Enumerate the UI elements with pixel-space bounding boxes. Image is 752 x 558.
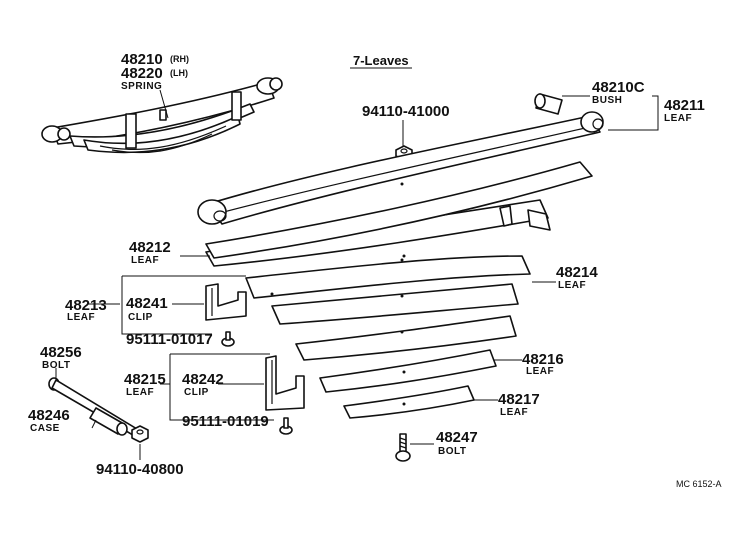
leaf-1-label: LEAF [664,113,692,124]
nut-bottom-drawing [131,425,149,443]
bush-number: 48210C [592,79,645,96]
nut-top-number: 94110-41000 [362,103,450,120]
leaf-3-label: LEAF [67,312,95,323]
leaf-3-number: 48213 [65,297,107,314]
leaf-6-number: 48216 [522,351,564,368]
center-bolt-drawing [395,433,411,462]
clip-2-drawing [265,355,305,411]
leaf-7-number: 48217 [498,391,540,408]
case-drawing [89,407,128,436]
spring-tag-rh: (RH) [170,54,189,64]
bolt-center-label: BOLT [438,446,466,457]
leaf-4-number: 48214 [556,264,598,281]
nut-bottom-number: 94110-40800 [96,461,184,478]
clip-1-drawing [205,283,247,321]
clip-1-number: 48241 [126,295,168,312]
leaf-4-drawing [271,283,519,325]
leaf-2-label: LEAF [131,255,159,266]
case-number: 48246 [28,407,70,424]
leaf-1-drawing [197,111,604,225]
clip-2-label: CLIP [184,387,209,398]
leaf-5-number: 48215 [124,371,166,388]
diagram-title: 7-Leaves [353,53,409,68]
bush-drawing [534,93,563,115]
leaf-7-label: LEAF [500,407,528,418]
leaf-4-label: LEAF [558,280,586,291]
leaf-6-drawing [319,349,497,393]
leaf-6-label: LEAF [526,366,554,377]
leaf-2-number: 48212 [129,239,171,256]
clip-2-number: 48242 [182,371,224,388]
clip-1-label: CLIP [128,312,153,323]
diagram-code: MC 6152-A [676,479,722,489]
spring-number-lh: 48220 [121,65,163,82]
spring-assembly-drawing [41,77,283,154]
leaf-7-drawing [343,385,475,419]
spring-tag-lh: (LH) [170,68,188,78]
bolt-center-number: 48247 [436,429,478,446]
bolt-left-number: 48256 [40,344,82,361]
rivet-1-number: 95111-01017 [126,331,213,348]
bush-label: BUSH [592,95,622,106]
leaf-5-label: LEAF [126,387,154,398]
leaf-1-number: 48211 [664,97,705,114]
rivet-2-number: 95111-01019 [182,413,269,430]
bolt-left-label: BOLT [42,360,70,371]
leader-lines [55,67,659,460]
spring-label: SPRING [121,81,162,92]
spring-number-rh: 48210 [121,51,163,68]
leaf-5-drawing [295,315,517,361]
rivet-2-drawing [279,417,293,435]
leaf-3-drawing [245,255,531,299]
rivet-1-drawing [221,331,235,347]
labels: 7-Leaves MC 6152-A 48210 (RH) 48220 (LH)… [28,51,722,489]
leaf-2b-drawing [205,161,593,259]
case-label: CASE [30,423,60,434]
